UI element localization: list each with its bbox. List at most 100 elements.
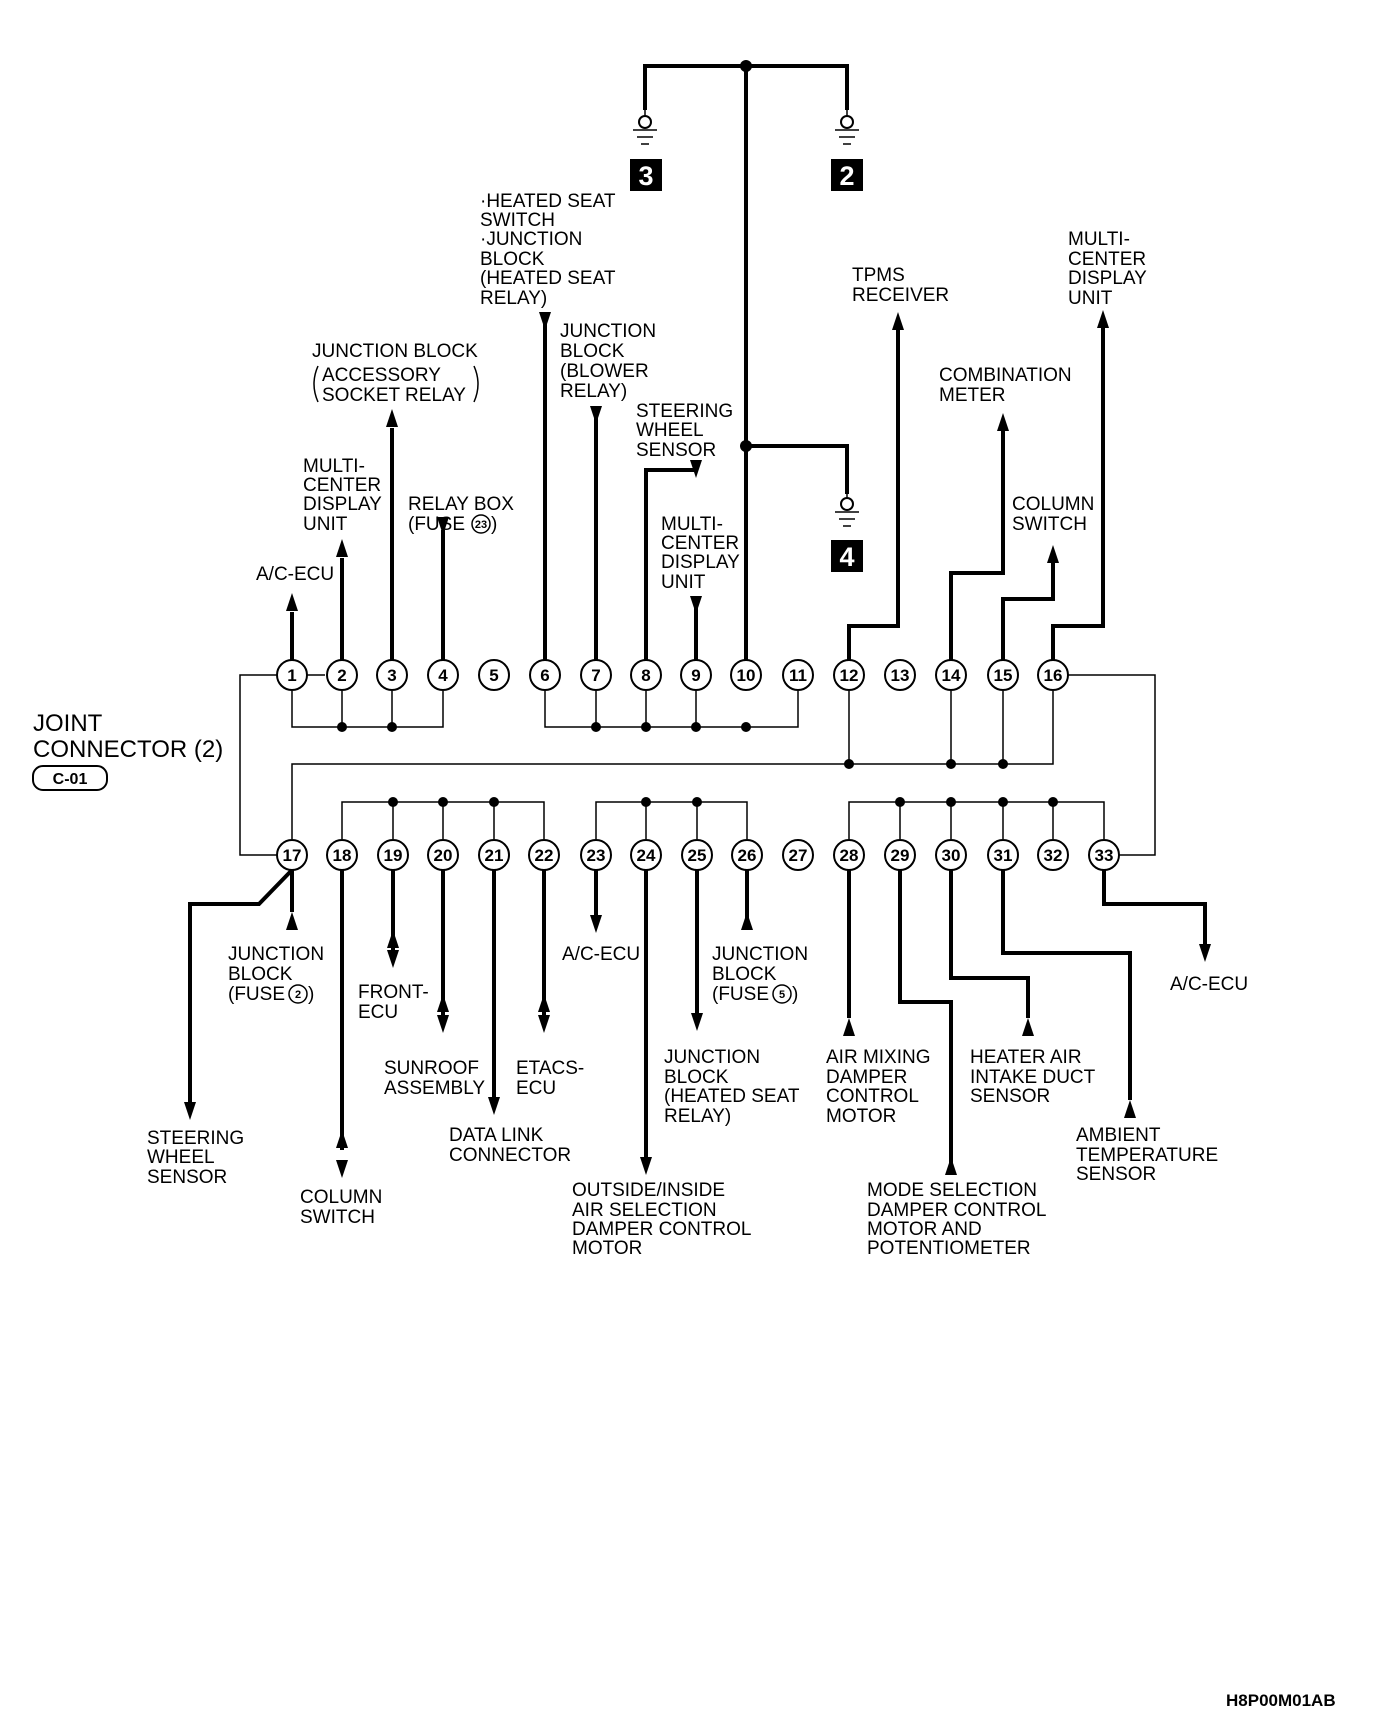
- svg-text:30: 30: [942, 846, 961, 865]
- svg-text:): ): [308, 984, 314, 1005]
- svg-text:HEATER AIR: HEATER AIR: [970, 1047, 1082, 1068]
- connector-title-line2: CONNECTOR (2): [33, 736, 223, 763]
- svg-text:SENSOR: SENSOR: [147, 1167, 227, 1188]
- pin-10: 10: [730, 659, 762, 691]
- pin-22: 22: [528, 839, 560, 871]
- label-heater-air-intake: HEATER AIR INTAKE DUCT SENSOR: [970, 1047, 1096, 1107]
- pin-24: 24: [630, 839, 662, 871]
- pin-27: 27: [782, 839, 814, 871]
- svg-text:18: 18: [333, 846, 352, 865]
- svg-text:19: 19: [384, 846, 403, 865]
- pin-14: 14: [935, 659, 967, 691]
- svg-text:JUNCTION: JUNCTION: [560, 321, 656, 342]
- ground-4-label: 4: [839, 542, 854, 572]
- label-combination-meter: COMBINATION METER: [939, 365, 1072, 406]
- svg-text:): ): [792, 984, 798, 1005]
- svg-text:RELAY): RELAY): [560, 381, 627, 402]
- svg-text:DAMPER CONTROL: DAMPER CONTROL: [867, 1200, 1046, 1221]
- svg-text:SUNROOF: SUNROOF: [384, 1058, 479, 1079]
- svg-text:(FUSE: (FUSE: [228, 984, 285, 1005]
- label-mcdu-left: MULTI- CENTER DISPLAY UNIT: [303, 456, 382, 535]
- label-outside-inside-air: OUTSIDE/INSIDE AIR SELECTION DAMPER CONT…: [572, 1180, 751, 1259]
- svg-text:TEMPERATURE: TEMPERATURE: [1076, 1145, 1218, 1166]
- ground-2-label: 2: [839, 161, 854, 191]
- svg-text:TPMS: TPMS: [852, 265, 905, 286]
- svg-text:): ): [491, 514, 497, 535]
- svg-text:SENSOR: SENSOR: [636, 440, 716, 461]
- svg-text:MODE SELECTION: MODE SELECTION: [867, 1180, 1037, 1201]
- svg-text:6: 6: [540, 666, 549, 685]
- svg-text:15: 15: [994, 666, 1013, 685]
- svg-text:1: 1: [287, 666, 296, 685]
- pin-3: 3: [376, 659, 408, 691]
- svg-text:ECU: ECU: [516, 1078, 556, 1099]
- pin-row-top: 1 2 3 4 5 6 7 8 9 10 11 12 13 14 15 16: [276, 659, 1069, 691]
- connector-title: JOINT CONNECTOR (2) C-01: [32, 710, 223, 791]
- svg-text:SENSOR: SENSOR: [970, 1086, 1050, 1107]
- svg-text:AIR MIXING: AIR MIXING: [826, 1047, 931, 1068]
- svg-text:DISPLAY: DISPLAY: [303, 494, 382, 515]
- pin-1: 1: [276, 659, 308, 691]
- svg-text:4: 4: [438, 666, 448, 685]
- svg-text:16: 16: [1044, 666, 1063, 685]
- label-front-ecu: FRONT- ECU: [358, 982, 429, 1023]
- label-jb-accessory-socket-relay: JUNCTION BLOCK ACCESSORY SOCKET RELAY: [312, 341, 479, 406]
- label-mode-selection-damper: MODE SELECTION DAMPER CONTROL MOTOR AND …: [867, 1180, 1046, 1259]
- svg-text:31: 31: [994, 846, 1013, 865]
- svg-text:17: 17: [283, 846, 302, 865]
- svg-text:DISPLAY: DISPLAY: [661, 552, 740, 573]
- ground-3-label: 3: [638, 161, 653, 191]
- external-wiring-bottom: [184, 868, 1211, 1178]
- svg-text:BLOCK: BLOCK: [712, 964, 777, 985]
- svg-text:SWITCH: SWITCH: [480, 210, 555, 231]
- pin-9: 9: [680, 659, 712, 691]
- svg-text:CONNECTOR: CONNECTOR: [449, 1145, 571, 1166]
- label-tpms-receiver: TPMS RECEIVER: [852, 265, 949, 306]
- svg-text:SWITCH: SWITCH: [300, 1207, 375, 1228]
- label-jb-heated-seat-relay: JUNCTION BLOCK (HEATED SEAT RELAY): [664, 1047, 800, 1127]
- svg-text:UNIT: UNIT: [303, 514, 348, 535]
- connector-code: C-01: [53, 771, 88, 788]
- svg-text:SOCKET RELAY: SOCKET RELAY: [322, 385, 466, 406]
- ground-symbol-2: 2: [831, 110, 863, 191]
- pin-19: 19: [377, 839, 409, 871]
- label-ac-ecu-23: A/C-ECU: [562, 944, 640, 965]
- svg-text:10: 10: [737, 666, 756, 685]
- svg-text:CENTER: CENTER: [661, 533, 739, 554]
- svg-text:CENTER: CENTER: [1068, 249, 1146, 270]
- svg-text:BLOCK: BLOCK: [480, 249, 545, 270]
- svg-text:UNIT: UNIT: [661, 572, 706, 593]
- svg-text:DISPLAY: DISPLAY: [1068, 268, 1147, 289]
- pin-17: 17: [276, 839, 308, 871]
- label-mcdu-mid: MULTI- CENTER DISPLAY UNIT: [661, 514, 740, 593]
- svg-text:26: 26: [738, 846, 757, 865]
- svg-text:ETACS-: ETACS-: [516, 1058, 584, 1079]
- svg-text:13: 13: [891, 666, 910, 685]
- svg-text:ASSEMBLY: ASSEMBLY: [384, 1078, 485, 1099]
- svg-text:MULTI-: MULTI-: [661, 514, 723, 535]
- svg-text:32: 32: [1044, 846, 1063, 865]
- ground-symbol-3: 3: [630, 110, 662, 191]
- label-relay-box: RELAY BOX (FUSE 23 ): [408, 494, 514, 535]
- svg-text:5: 5: [489, 666, 498, 685]
- svg-text:CENTER: CENTER: [303, 475, 381, 496]
- svg-text:12: 12: [840, 666, 859, 685]
- svg-text:(BLOWER: (BLOWER: [560, 361, 649, 382]
- pin-29: 29: [884, 839, 916, 871]
- label-jb-fuse-2: JUNCTION BLOCK (FUSE 2 ): [228, 944, 324, 1005]
- svg-text:ACCESSORY: ACCESSORY: [322, 365, 441, 386]
- pin-5: 5: [478, 659, 510, 691]
- svg-text:MULTI-: MULTI-: [1068, 229, 1130, 250]
- svg-text:DAMPER CONTROL: DAMPER CONTROL: [572, 1219, 751, 1240]
- svg-text:RELAY BOX: RELAY BOX: [408, 494, 514, 515]
- pin-15: 15: [987, 659, 1019, 691]
- svg-text:23: 23: [587, 846, 606, 865]
- pin-20: 20: [427, 839, 459, 871]
- svg-text:STEERING: STEERING: [636, 401, 733, 422]
- label-steering-wheel-sensor-top: STEERING WHEEL SENSOR: [636, 401, 733, 461]
- svg-text:2: 2: [295, 989, 301, 1001]
- svg-text:OUTSIDE/INSIDE: OUTSIDE/INSIDE: [572, 1180, 725, 1201]
- svg-text:2: 2: [337, 666, 346, 685]
- label-sunroof-assembly: SUNROOF ASSEMBLY: [384, 1058, 485, 1099]
